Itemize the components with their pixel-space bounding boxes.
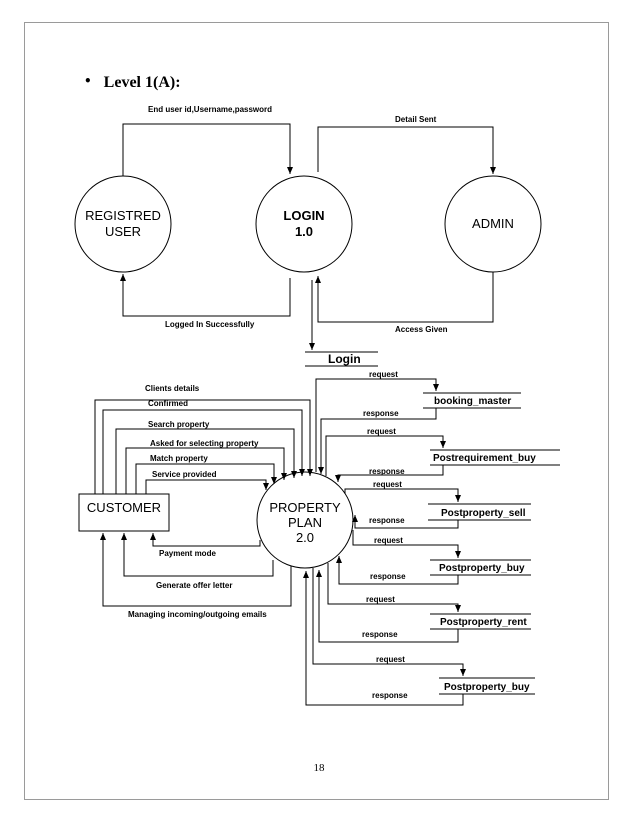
flow-match-property-line — [135, 463, 277, 494]
flow-sell-request-line — [344, 488, 461, 502]
label-buy1-request: request — [374, 536, 403, 545]
store-rent-label: Postproperty_rent — [440, 617, 527, 628]
flow-managing-emails-line — [100, 533, 292, 607]
flow-generate-offer-line — [121, 533, 274, 577]
label-managing-emails: Managing incoming/outgoing emails — [128, 610, 267, 619]
label-access-given: Access Given — [395, 325, 448, 334]
flow-end-user-line — [122, 123, 293, 176]
label-end-user: End user id,Username,password — [148, 105, 272, 114]
label-search-property: Search property — [148, 420, 210, 429]
customer-label: CUSTOMER — [87, 500, 161, 515]
store-buy2-label: Postproperty_buy — [444, 682, 530, 693]
label-service-provided: Service provided — [152, 470, 217, 479]
section-heading: • Level 1(A): — [84, 74, 181, 92]
label-detail-sent: Detail Sent — [395, 115, 437, 124]
flow-sell-response-line — [352, 515, 459, 529]
flow-buy2-response-line — [303, 571, 464, 706]
label-rent-request: request — [366, 595, 395, 604]
flow-search-property-line — [115, 428, 297, 494]
flow-service-provided-line — [145, 479, 269, 494]
label-logged-in: Logged In Successfully — [165, 320, 255, 329]
label-booking-request: request — [369, 370, 398, 379]
flow-confirmed-line — [102, 409, 305, 494]
customer-box — [78, 493, 170, 532]
registred-user-line1: REGISTRED — [85, 208, 161, 223]
login-process-circle — [255, 175, 353, 273]
flow-payment-mode-line — [150, 533, 261, 547]
store-login-label: Login — [328, 352, 361, 366]
registred-user-line2: USER — [105, 224, 141, 239]
property-line1: PROPERTY — [269, 500, 341, 515]
store-buy1-label: Postproperty_buy — [439, 563, 525, 574]
flow-logged-in-line — [120, 274, 291, 317]
flow-booking-response-line — [318, 408, 437, 474]
flow-rent-response-line — [316, 570, 459, 643]
store-postrequirement-label: Postrequirement_buy — [433, 453, 536, 464]
flow-detail-sent-line — [317, 126, 496, 174]
flow-postrequirement-response-line — [335, 465, 444, 482]
flow-buy2-request-line — [312, 568, 466, 676]
flow-asked-selecting-line — [125, 447, 287, 494]
flow-access-given-line — [315, 272, 494, 323]
label-booking-response: response — [363, 409, 399, 418]
page-number: 18 — [313, 762, 325, 774]
flow-rent-request-line — [327, 563, 461, 612]
store-booking-label: booking_master — [434, 396, 511, 407]
admin-label: ADMIN — [472, 216, 514, 231]
heading-text: Level 1(A): — [103, 74, 181, 91]
label-payment-mode: Payment mode — [159, 549, 216, 558]
flow-buy1-request-line — [352, 530, 461, 558]
label-sell-request: request — [373, 480, 402, 489]
label-clients-details: Clients details — [145, 384, 200, 393]
store-sell-label: Postproperty_sell — [441, 508, 526, 519]
page-border — [24, 22, 609, 800]
label-rent-response: response — [362, 630, 398, 639]
label-confirmed: Confirmed — [148, 399, 188, 408]
label-buy2-request: request — [376, 655, 405, 664]
label-generate-offer: Generate offer letter — [156, 581, 232, 590]
label-match-property: Match property — [150, 454, 208, 463]
login-line1: LOGIN — [283, 208, 324, 223]
property-line2: PLAN — [288, 515, 322, 530]
login-line2: 1.0 — [295, 224, 313, 239]
flow-clients-details-line — [94, 399, 313, 494]
flow-postrequirement-request-line — [325, 435, 446, 476]
bullet-glyph: • — [84, 74, 92, 88]
label-sell-response: response — [369, 516, 405, 525]
label-buy2-response: response — [372, 691, 408, 700]
label-buy1-response: response — [370, 572, 406, 581]
label-postrequirement-request: request — [367, 427, 396, 436]
property-line3: 2.0 — [296, 530, 314, 545]
flow-booking-request-line — [315, 378, 439, 472]
flow-buy1-response-line — [336, 556, 459, 585]
label-postrequirement-response: response — [369, 467, 405, 476]
label-asked-selecting: Asked for selecting property — [150, 439, 259, 448]
